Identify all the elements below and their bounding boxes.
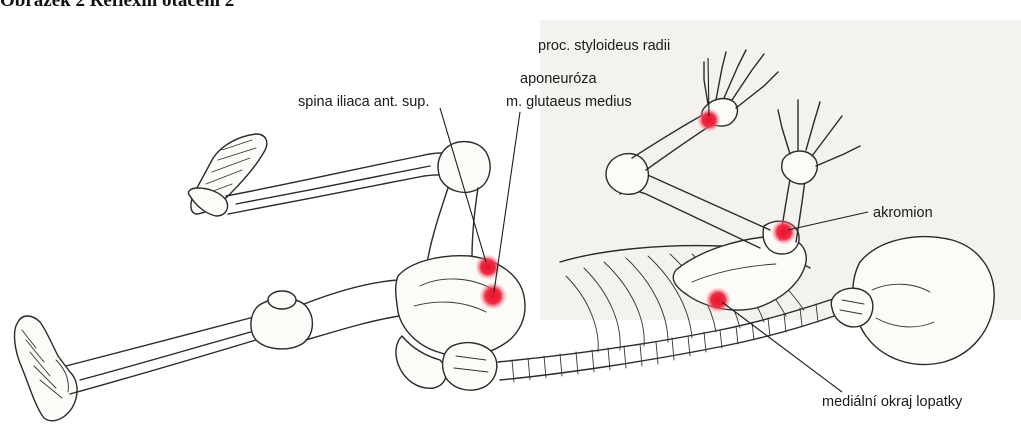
label-medialni-okraj: mediální okraj lopatky bbox=[822, 394, 963, 410]
label-akromion: akromion bbox=[873, 205, 933, 221]
label-spina-iliaca: spina iliaca ant. sup. bbox=[298, 94, 429, 110]
leader-aponeuroza bbox=[494, 112, 520, 292]
extended-leg bbox=[15, 280, 424, 421]
point-akromion bbox=[771, 219, 797, 245]
label-glutaeus-medius: m. glutaeus medius bbox=[506, 94, 632, 110]
pelvis bbox=[396, 256, 525, 390]
label-proc-styloideus: proc. styloideus radii bbox=[538, 38, 670, 54]
point-gluteus-medius bbox=[479, 282, 507, 310]
label-aponeuroza: aponeuróza bbox=[520, 71, 598, 87]
point-scapula-medial-edge bbox=[705, 287, 731, 313]
